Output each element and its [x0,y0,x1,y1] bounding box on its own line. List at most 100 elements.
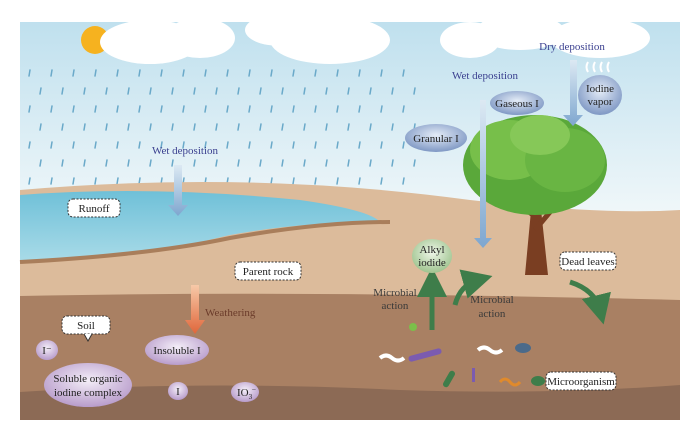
raindrop [369,123,372,131]
gaseous-i-label: Gaseous I [495,98,539,110]
raindrop [83,87,86,95]
svg-text:Soil: Soil [77,320,95,332]
raindrop [402,141,405,149]
raindrop [314,69,317,77]
raindrop [39,87,42,95]
raindrop [61,159,64,167]
dry-deposition-label: Dry deposition [539,41,605,53]
raindrop [28,177,31,185]
raindrop [270,141,273,149]
raindrop [138,105,141,113]
raindrop [94,141,97,149]
rain [28,69,416,185]
raindrop [259,87,262,95]
raindrop [380,177,383,185]
iodide-label: I⁻ [42,345,52,357]
raindrop [226,105,229,113]
soluble-organic-iodine-complex-bubble [44,363,132,407]
raindrop [50,177,53,185]
iodate-label: IO3– [237,385,256,401]
raindrop [391,159,394,167]
raindrop [138,69,141,77]
microorganism-icon [531,376,545,386]
raindrop [281,87,284,95]
raindrop [358,177,361,185]
raindrop [237,123,240,131]
raindrop [237,87,240,95]
shoreline [19,220,391,264]
wet-deposition-arrow-left [168,165,188,216]
raindrop [94,69,97,77]
microbial-action-left-2: action [382,300,409,312]
raindrop [413,87,416,95]
microorganism-callout: Microorganism [545,371,617,391]
raindrop [171,123,174,131]
raindrop [281,159,284,167]
raindrop [336,141,339,149]
alkyl-label-1: Alkyl [419,244,444,256]
granular-i-bubble [405,124,467,152]
raindrop [358,105,361,113]
raindrop [72,141,75,149]
microbial-action-right-1: Microbial [470,294,513,306]
raindrop [259,123,262,131]
raindrop [50,141,53,149]
raindrop [204,105,207,113]
raindrop [61,87,64,95]
raindrop [83,123,86,131]
raindrop [72,105,75,113]
soluble-label-2: iodine complex [54,387,123,399]
raindrop [336,105,339,113]
raindrop [116,141,119,149]
microbial-action-right-2: action [479,308,506,320]
raindrop [83,159,86,167]
raindrop [61,123,64,131]
raindrop [116,177,119,185]
insoluble-i-label: Insoluble I [153,345,201,357]
raindrop [182,141,185,149]
raindrop [380,141,383,149]
raindrop [28,69,31,77]
raindrop [303,159,306,167]
raindrop [292,177,295,185]
raindrop [193,87,196,95]
microbial-action-left-1: Microbial [373,287,416,299]
soil-callout: Soil [61,315,111,343]
tree-icon [463,115,607,275]
raindrop [292,69,295,77]
raindrop [215,159,218,167]
raindrop [116,105,119,113]
alkyl-label-2: iodide [418,257,446,269]
raindrop [391,87,394,95]
raindrop [358,69,361,77]
raindrop [237,159,240,167]
svg-text:Microorganism: Microorganism [547,376,615,388]
raindrop [358,141,361,149]
iodide-bubble [36,340,58,360]
raindrop [270,177,273,185]
raindrop [215,123,218,131]
raindrop [138,141,141,149]
raindrop [226,141,229,149]
raindrop [193,159,196,167]
raindrop [127,87,130,95]
raindrop [325,87,328,95]
raindrop [347,123,350,131]
weathering-arrow [185,285,205,334]
raindrop [402,105,405,113]
raindrop [292,105,295,113]
iodine-bubble [168,382,188,400]
raindrop [314,177,317,185]
raindrop [204,141,207,149]
raindrop [160,105,163,113]
raindrop [149,87,152,95]
raindrop [248,141,251,149]
raindrop [39,123,42,131]
raindrop [127,123,130,131]
raindrop [314,105,317,113]
raindrop [182,69,185,77]
granular-i-label: Granular I [413,133,459,145]
raindrop [259,159,262,167]
vapor-steam-icon [585,61,610,73]
